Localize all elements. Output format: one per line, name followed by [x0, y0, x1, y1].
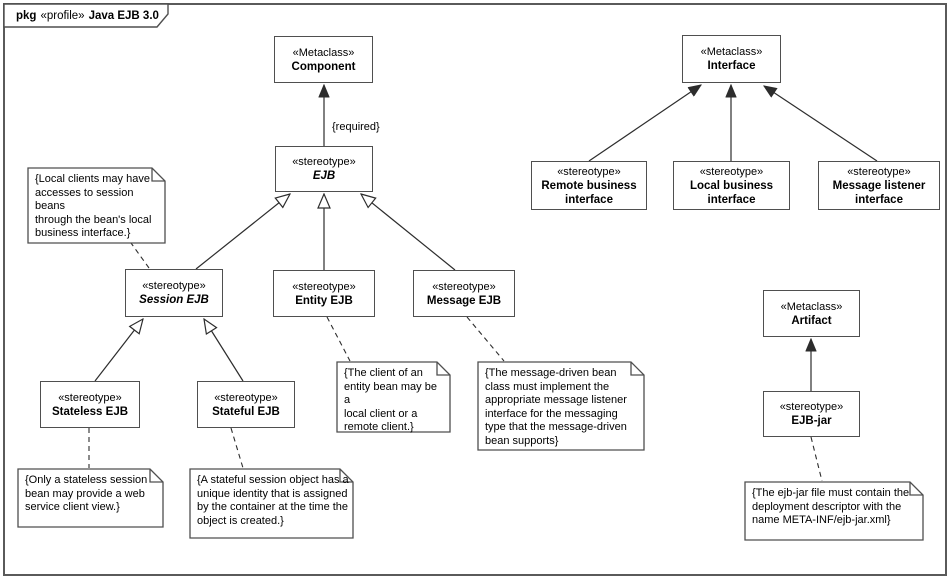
node-name: Stateless EJB	[51, 405, 129, 418]
node-name: Message listener interface	[832, 179, 926, 206]
edge-message-to-ejb	[361, 194, 456, 271]
stereotype-label: «Metaclass»	[292, 46, 355, 59]
stereotype-label: «stereotype»	[699, 165, 764, 178]
frame-tab-shape	[3, 3, 169, 28]
stereotype-label: «stereotype»	[292, 156, 356, 168]
stereotype-session-ejb-node: «stereotype» Session EJB	[125, 269, 223, 317]
node-name: Session EJB	[139, 294, 209, 306]
node-name: Local business interface	[689, 179, 774, 206]
node-name: Component	[291, 60, 356, 73]
stereotype-entity-ejb-node: «stereotype» Entity EJB	[273, 270, 375, 317]
node-name: Entity EJB	[295, 294, 353, 307]
stereotype-stateful-ejb-node: «stereotype» Stateful EJB	[197, 381, 295, 428]
node-name: Interface	[707, 60, 756, 72]
stereotype-label: «Metaclass»	[700, 46, 763, 58]
stereotype-label: «stereotype»	[847, 165, 911, 178]
edge-msglistener-to-interface	[764, 86, 878, 162]
note-shapes	[17, 167, 924, 541]
stereotype-label: «stereotype»	[292, 280, 356, 293]
required-constraint-label: {required}	[332, 121, 380, 133]
extension-edges	[324, 85, 878, 391]
metaclass-interface-node: «Metaclass» Interface	[682, 35, 781, 83]
note-shape-localclients	[27, 167, 166, 244]
edge-remote-to-interface	[588, 85, 701, 162]
edge-session-to-ejb	[195, 194, 290, 270]
anchor-stateful-note	[230, 427, 244, 469]
stereotype-ejb-node: «stereotype» EJB	[275, 146, 373, 192]
generalization-edges	[94, 194, 456, 382]
stereotype-label: «stereotype»	[142, 280, 206, 292]
stereotype-label: «stereotype»	[214, 391, 278, 404]
note-stateless-web-service: {Only a stateless session bean may provi…	[25, 474, 148, 513]
note-shape-stateless	[17, 468, 164, 528]
node-name: Message EJB	[426, 294, 502, 307]
frame-title: Java EJB 3.0	[88, 10, 159, 22]
note-stateful-identity: {A stateful session object has a unique …	[197, 474, 349, 527]
stereotype-stateless-ejb-node: «stereotype» Stateless EJB	[40, 381, 140, 428]
frame-tab: pkg «profile» Java EJB 3.0	[16, 7, 159, 25]
stereotype-remote-business-interface-node: «stereotype» Remote business interface	[531, 161, 647, 210]
stereotype-label: «stereotype»	[557, 165, 621, 178]
stereotype-label: «stereotype»	[779, 401, 844, 413]
note-message-listener: {The message-driven bean class must impl…	[485, 367, 627, 447]
note-anchor-edges	[88, 242, 823, 482]
note-shape-stateful	[189, 468, 354, 539]
node-name: EJB-jar	[791, 415, 832, 427]
stereotype-label: «Metaclass»	[780, 300, 843, 313]
note-local-clients: {Local clients may have accesses to sess…	[35, 173, 152, 239]
node-name: Artifact	[791, 314, 832, 327]
note-shape-entity	[336, 361, 451, 433]
anchor-entity-note	[326, 316, 351, 362]
node-name: Remote business interface	[541, 179, 637, 206]
edge-stateless-to-session	[94, 319, 143, 382]
note-ejb-jar-descriptor: {The ejb-jar file must contain the deplo…	[752, 487, 910, 526]
metaclass-artifact-node: «Metaclass» Artifact	[763, 290, 860, 337]
stereotype-label: «stereotype»	[58, 391, 122, 404]
note-shape-ejbjar	[744, 481, 924, 541]
note-entity-client: {The client of an entity bean may be a l…	[344, 367, 437, 433]
stereotype-label: «stereotype»	[432, 280, 496, 293]
stereotype-message-listener-interface-node: «stereotype» Message listener interface	[818, 161, 940, 210]
anchor-message-note	[466, 316, 505, 362]
node-name: Stateful EJB	[212, 405, 280, 418]
edge-stateful-to-session	[204, 319, 244, 382]
stereotype-message-ejb-node: «stereotype» Message EJB	[413, 270, 515, 317]
frame-border	[3, 3, 947, 576]
metaclass-component-node: «Metaclass» Component	[274, 36, 373, 83]
stereotype-ejb-jar-node: «stereotype» EJB-jar	[763, 391, 860, 437]
anchor-localclients-note	[130, 242, 150, 269]
frame-stereotype-label: «profile»	[40, 10, 85, 22]
frame-kind-label: pkg	[16, 10, 37, 22]
node-name: EJB	[312, 170, 336, 182]
anchor-ejbjar-note	[810, 436, 823, 482]
note-shape-message	[477, 361, 645, 451]
stereotype-local-business-interface-node: «stereotype» Local business interface	[673, 161, 790, 210]
